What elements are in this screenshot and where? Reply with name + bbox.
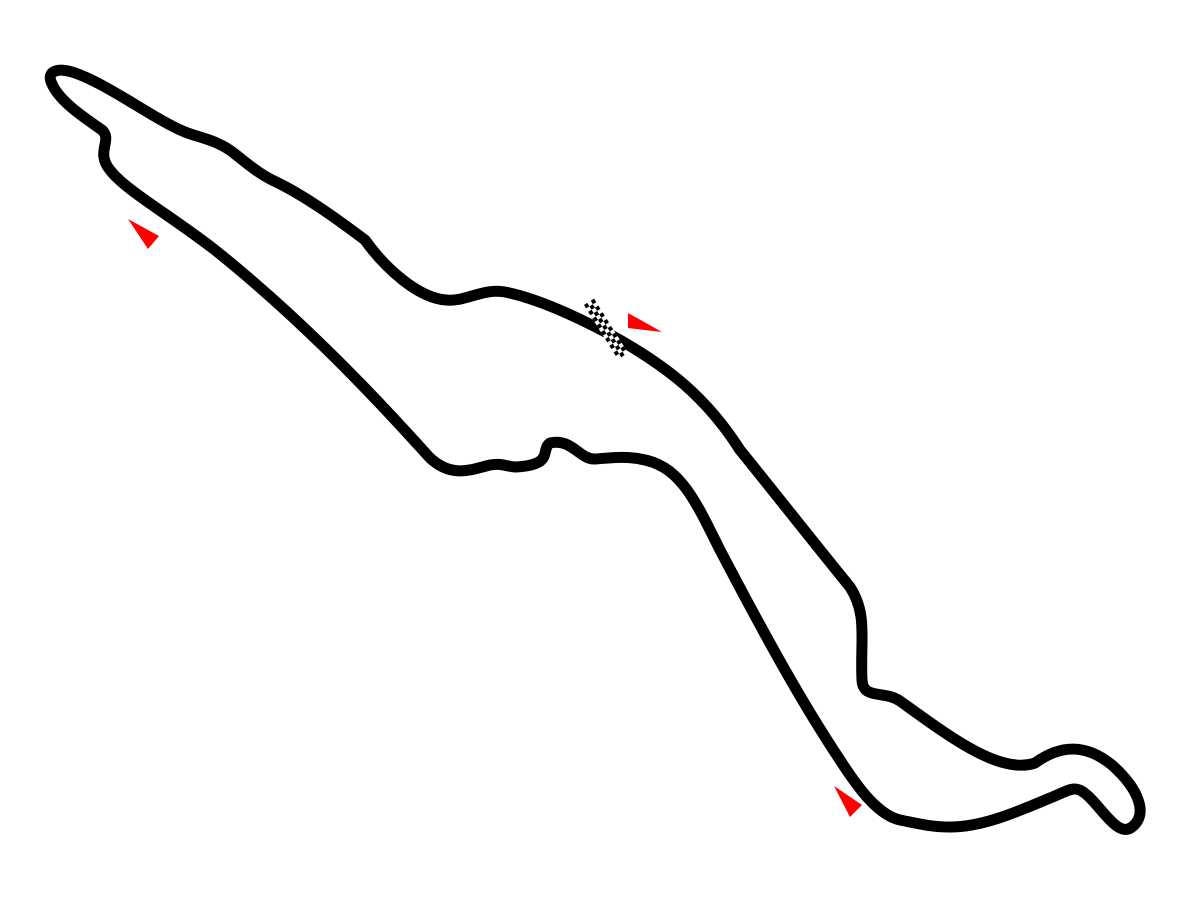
checker-cell — [620, 346, 626, 352]
checker-cell — [609, 343, 615, 350]
checker-cell — [603, 319, 609, 325]
checker-cell — [597, 317, 604, 324]
checker-cell — [600, 330, 607, 336]
checker-cell — [605, 336, 611, 343]
checker-cell — [614, 344, 621, 351]
checker-cell — [594, 305, 601, 311]
sector-marker-2 — [628, 313, 662, 332]
checker-cell — [606, 331, 612, 337]
checker-cell — [602, 324, 608, 331]
circuit-track — [44, 64, 1146, 835]
checker-cell — [599, 312, 605, 318]
checker-cell — [588, 309, 594, 316]
checker-cell — [596, 323, 603, 329]
checker-cell — [590, 298, 597, 305]
checker-cell — [613, 350, 620, 356]
checker-cell — [619, 351, 625, 358]
sector-marker-1 — [128, 219, 159, 249]
sector-marker-3 — [834, 786, 862, 817]
checker-cell — [616, 339, 622, 345]
checker-cell — [611, 332, 618, 339]
start-finish-line — [583, 298, 629, 360]
checker-cell — [583, 302, 590, 309]
checker-cell — [592, 316, 598, 323]
checker-cell — [610, 338, 617, 344]
checker-cell — [607, 325, 614, 332]
checker-cell — [593, 310, 600, 317]
checker-cell — [589, 304, 595, 310]
